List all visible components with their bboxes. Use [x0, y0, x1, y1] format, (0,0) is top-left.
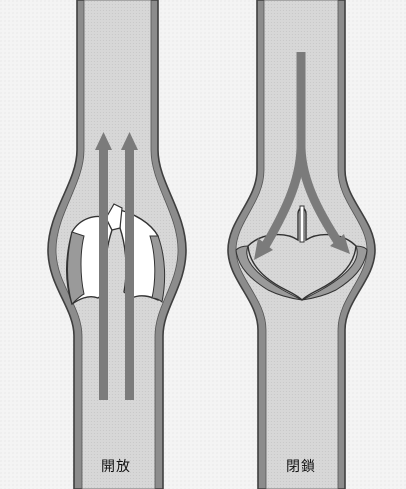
open-flow-arrow-left-shaft [99, 148, 108, 400]
open-valve-left-cusp-shadow [68, 232, 85, 304]
closed-label: 閉鎖 [286, 456, 316, 476]
open-label: 開放 [101, 456, 131, 476]
open-flow-arrow-right-shaft [125, 148, 134, 400]
closed-valve-slit [300, 206, 304, 242]
